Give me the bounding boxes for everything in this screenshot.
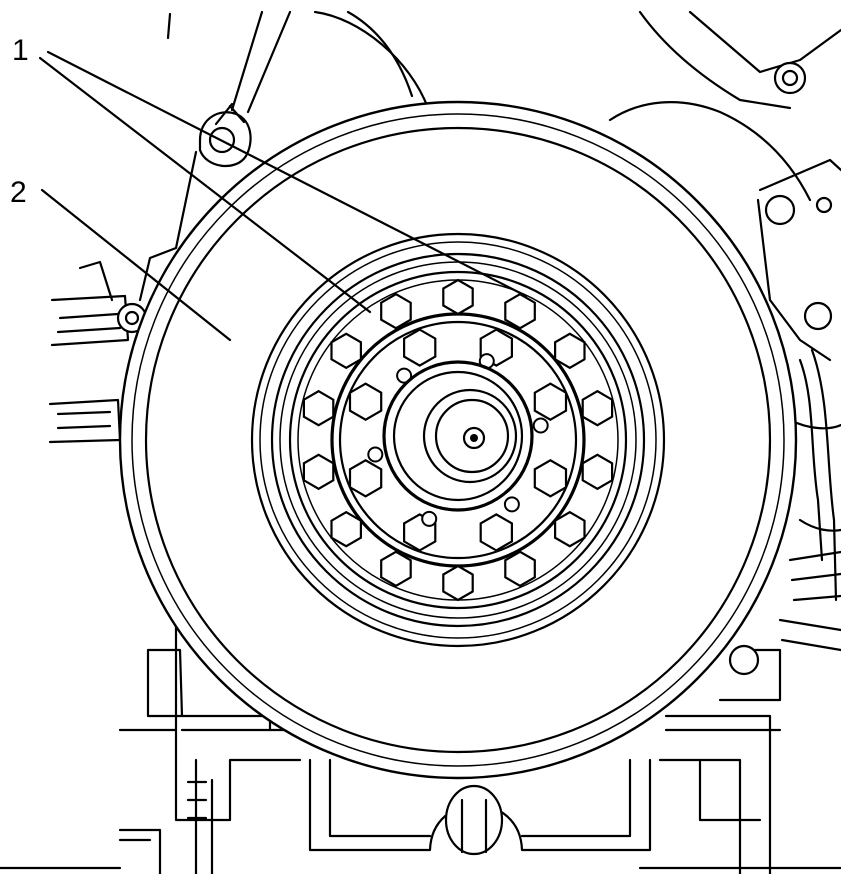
bolt-head-icon: [504, 292, 536, 330]
bolt-head-icon: [479, 513, 513, 552]
leader-lines: [38, 50, 528, 342]
callout-1: 1: [12, 34, 29, 67]
bolt-head-icon: [442, 278, 474, 316]
outer-bolt-ring: [302, 278, 614, 602]
hub-hole: [421, 510, 438, 527]
bolt-head-icon: [348, 382, 383, 421]
bolt-head-icon: [330, 332, 362, 370]
inner-bolt-ring: [348, 328, 568, 552]
bolt-head-icon: [581, 389, 614, 427]
bolt-head-icon: [533, 382, 568, 421]
engine-housing: [48, 10, 841, 652]
hub-hole: [367, 446, 384, 463]
bolt-head-icon: [553, 332, 586, 370]
callout-2: 2: [10, 176, 27, 209]
hub-hole: [503, 496, 520, 513]
bolt-head-icon: [504, 550, 536, 588]
bolt-head-icon: [380, 550, 412, 588]
hub-hole: [532, 417, 549, 434]
bolt-head-icon: [330, 510, 362, 548]
bolt-head-icon: [581, 453, 614, 491]
hub-hole: [396, 367, 413, 384]
front-support: [0, 610, 841, 874]
bolt-head-icon: [403, 328, 437, 367]
bolt-head-icon: [533, 459, 568, 498]
bolt-head-icon: [348, 459, 383, 498]
bolt-head-icon: [302, 453, 335, 491]
bolt-head-icon: [442, 564, 474, 602]
bolt-head-icon: [302, 389, 335, 427]
bolt-head-icon: [553, 510, 586, 548]
bolt-head-icon: [380, 292, 412, 330]
crankshaft-pulley: [288, 270, 628, 610]
hub-holes: [367, 353, 549, 527]
